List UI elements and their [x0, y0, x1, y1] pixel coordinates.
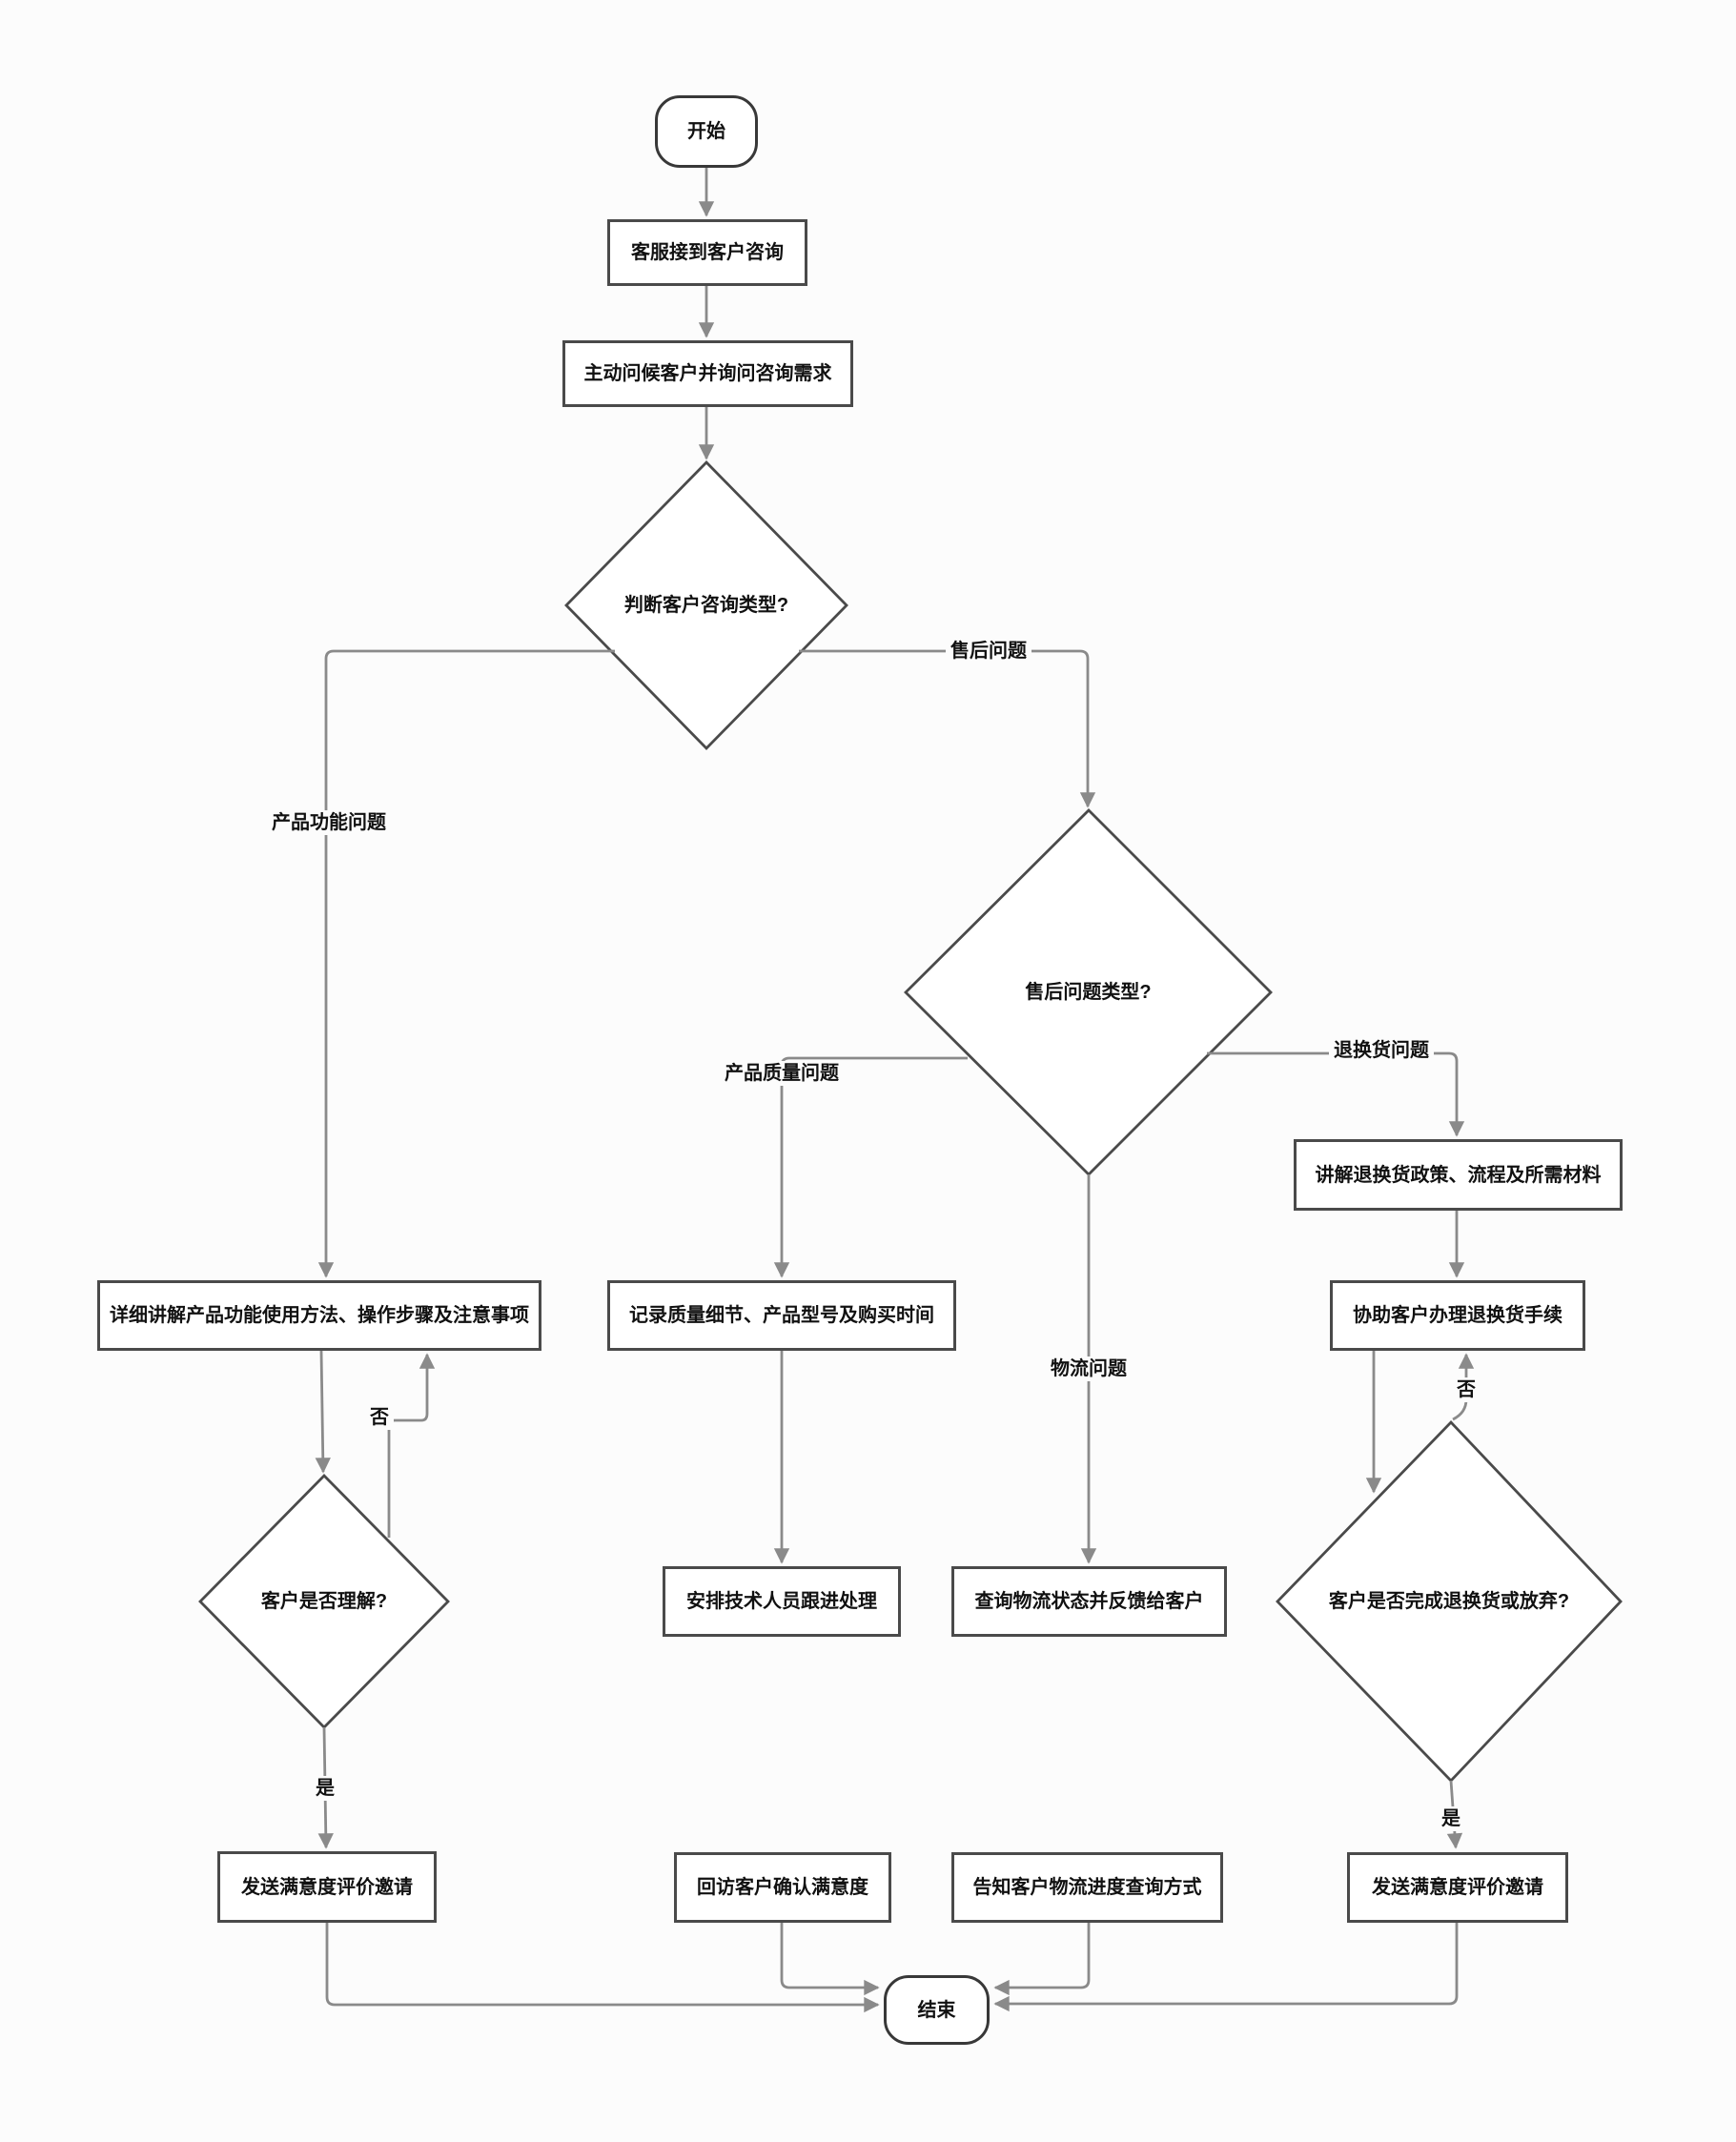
start-terminal: 开始	[655, 95, 758, 168]
connector-return-branch	[1207, 1051, 1465, 1137]
process-explain-policy: 讲解退换货政策、流程及所需材料	[1294, 1139, 1623, 1211]
decision-diamond-type	[564, 459, 848, 751]
process-greet-customer: 主动问候客户并询问咨询需求	[562, 340, 853, 407]
edge-label-yes-left: 是	[311, 1776, 339, 1801]
edge-label-return-exchange: 退换货问题	[1329, 1038, 1434, 1063]
edge-label-aftersale: 售后问题	[946, 639, 1031, 663]
process-record-quality: 记录质量细节、产品型号及购买时间	[607, 1280, 956, 1351]
process-arrange-tech: 安排技术人员跟进处理	[663, 1566, 901, 1637]
connector-explain-understand	[315, 1350, 331, 1474]
decision-diamond-aftersale	[904, 808, 1273, 1176]
connector-function-branch	[317, 649, 615, 1278]
connector-revisit-end	[780, 1923, 880, 1996]
process-assist-return: 协助客户办理退换货手续	[1330, 1280, 1585, 1351]
connector-quality-branch	[773, 1056, 968, 1278]
connector-inform-end	[993, 1923, 1091, 1996]
process-invite-rating-right: 发送满意度评价邀请	[1347, 1852, 1568, 1923]
decision-diamond-understand	[198, 1474, 450, 1729]
process-explain-function: 详细讲解产品功能使用方法、操作步骤及注意事项	[97, 1280, 541, 1351]
decision-diamond-return-done	[1276, 1419, 1623, 1784]
edge-label-yes-right: 是	[1437, 1806, 1465, 1831]
process-revisit-confirm: 回访客户确认满意度	[674, 1852, 891, 1923]
process-inform-tracking: 告知客户物流进度查询方式	[951, 1852, 1223, 1923]
end-terminal: 结束	[884, 1975, 990, 2045]
process-check-logistics: 查询物流状态并反馈给客户	[951, 1566, 1227, 1637]
process-invite-rating-left: 发送满意度评价邀请	[217, 1851, 437, 1923]
edge-label-no-left: 否	[365, 1405, 394, 1430]
connector-aftersale-branch	[799, 649, 1096, 808]
connector-understand-no-loop	[387, 1353, 436, 1538]
edge-label-product-quality: 产品质量问题	[720, 1061, 844, 1086]
edge-label-no-right: 否	[1452, 1377, 1481, 1402]
connector-inviteright-end	[993, 1923, 1459, 2012]
connector-inviteleft-end	[325, 1923, 880, 2013]
process-receive-inquiry: 客服接到客户咨询	[607, 219, 807, 286]
edge-label-logistics: 物流问题	[1046, 1357, 1132, 1381]
edge-label-product-function: 产品功能问题	[267, 810, 391, 835]
